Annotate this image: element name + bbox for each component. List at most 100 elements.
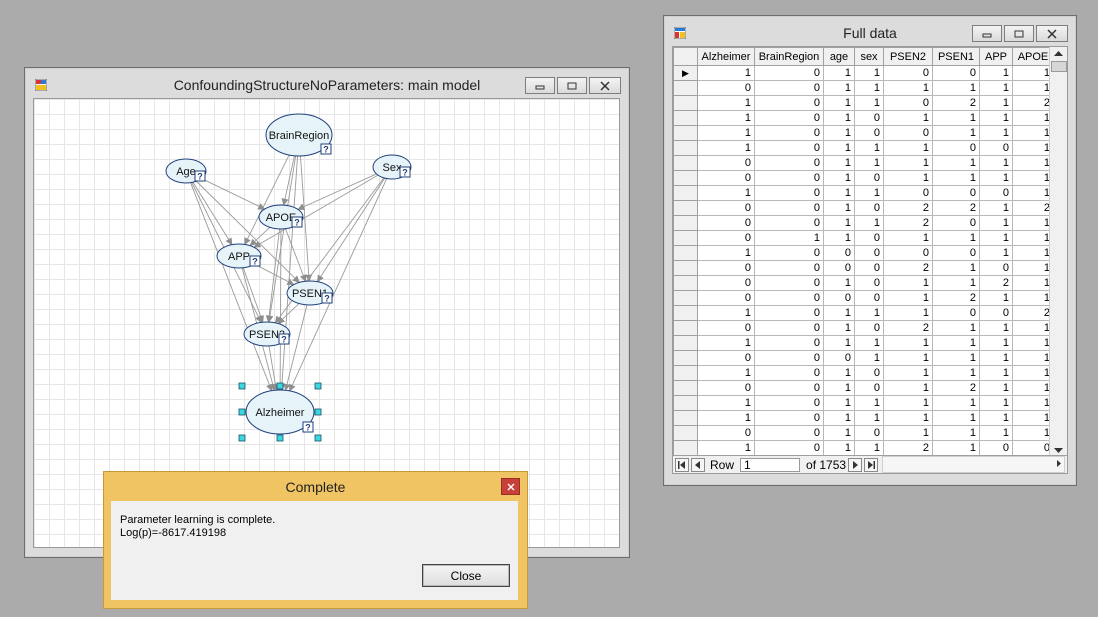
- column-header-brainregion[interactable]: BrainRegion: [754, 47, 824, 66]
- cell-age[interactable]: 1: [823, 215, 855, 231]
- cell-psen2[interactable]: 2: [883, 200, 933, 216]
- selection-handle[interactable]: [314, 408, 322, 416]
- cell-app[interactable]: 1: [979, 320, 1013, 336]
- cell-psen1[interactable]: 0: [932, 215, 980, 231]
- cell-apoe[interactable]: 1: [1012, 80, 1054, 96]
- cell-alzheimer[interactable]: 1: [697, 185, 755, 201]
- cell-age[interactable]: 1: [823, 425, 855, 441]
- column-header-psen2[interactable]: PSEN2: [883, 47, 933, 66]
- scroll-down-icon[interactable]: [1050, 443, 1067, 457]
- cell-age[interactable]: 1: [823, 305, 855, 321]
- data-titlebar[interactable]: Full data: [664, 16, 1076, 46]
- question-icon[interactable]: ?: [291, 216, 303, 228]
- cell-psen1[interactable]: 0: [932, 185, 980, 201]
- cell-psen1[interactable]: 0: [932, 140, 980, 156]
- cell-app[interactable]: 1: [979, 410, 1013, 426]
- cell-age[interactable]: 1: [823, 140, 855, 156]
- cell-sex[interactable]: 0: [854, 425, 884, 441]
- cell-apoe[interactable]: 1: [1012, 290, 1054, 306]
- cell-sex[interactable]: 1: [854, 140, 884, 156]
- row-header[interactable]: [673, 260, 698, 276]
- cell-psen2[interactable]: 1: [883, 155, 933, 171]
- edge-apoe-to-app[interactable]: [249, 227, 271, 247]
- cell-alzheimer[interactable]: 0: [697, 380, 755, 396]
- cell-brainregion[interactable]: 0: [754, 155, 824, 171]
- row-header[interactable]: [673, 425, 698, 441]
- cell-app[interactable]: 1: [979, 350, 1013, 366]
- data-minimize-button[interactable]: [972, 25, 1002, 42]
- cell-brainregion[interactable]: 0: [754, 395, 824, 411]
- cell-app[interactable]: 1: [979, 80, 1013, 96]
- next-record-button[interactable]: [848, 457, 863, 472]
- node-shape[interactable]: [265, 113, 333, 157]
- cell-sex[interactable]: 0: [854, 260, 884, 276]
- cell-sex[interactable]: 1: [854, 185, 884, 201]
- row-header[interactable]: [673, 380, 698, 396]
- cell-alzheimer[interactable]: 1: [697, 335, 755, 351]
- cell-psen1[interactable]: 1: [932, 350, 980, 366]
- row-header[interactable]: [673, 275, 698, 291]
- cell-sex[interactable]: 0: [854, 380, 884, 396]
- row-header[interactable]: ▶: [673, 65, 698, 81]
- cell-apoe[interactable]: 1: [1012, 395, 1054, 411]
- cell-age[interactable]: 1: [823, 170, 855, 186]
- cell-apoe[interactable]: 2: [1012, 95, 1054, 111]
- node-app[interactable]: APP?: [216, 243, 262, 269]
- cell-age[interactable]: 1: [823, 80, 855, 96]
- cell-alzheimer[interactable]: 0: [697, 215, 755, 231]
- edge-sex-to-alzheimer[interactable]: [289, 178, 388, 392]
- cell-apoe[interactable]: 1: [1012, 110, 1054, 126]
- cell-alzheimer[interactable]: 0: [697, 350, 755, 366]
- minimize-button[interactable]: [525, 77, 555, 94]
- cell-age[interactable]: 1: [823, 440, 855, 456]
- cell-apoe[interactable]: 1: [1012, 335, 1054, 351]
- cell-app[interactable]: 1: [979, 155, 1013, 171]
- cell-psen2[interactable]: 2: [883, 215, 933, 231]
- row-header[interactable]: [673, 245, 698, 261]
- cell-app[interactable]: 1: [979, 200, 1013, 216]
- cell-alzheimer[interactable]: 1: [697, 305, 755, 321]
- cell-psen2[interactable]: 2: [883, 260, 933, 276]
- cell-apoe[interactable]: 1: [1012, 170, 1054, 186]
- cell-sex[interactable]: 0: [854, 200, 884, 216]
- cell-alzheimer[interactable]: 0: [697, 290, 755, 306]
- dialog-close-button[interactable]: [501, 478, 520, 495]
- cell-psen1[interactable]: 1: [932, 170, 980, 186]
- cell-brainregion[interactable]: 0: [754, 185, 824, 201]
- cell-age[interactable]: 1: [823, 335, 855, 351]
- cell-psen2[interactable]: 2: [883, 320, 933, 336]
- edge-brainregion-to-psen2[interactable]: [266, 155, 297, 323]
- cell-sex[interactable]: 1: [854, 155, 884, 171]
- cell-psen2[interactable]: 1: [883, 425, 933, 441]
- cell-psen1[interactable]: 1: [932, 440, 980, 456]
- cell-brainregion[interactable]: 0: [754, 95, 824, 111]
- cell-apoe[interactable]: 2: [1012, 200, 1054, 216]
- close-dialog-button[interactable]: Close: [422, 564, 510, 587]
- cell-apoe[interactable]: 1: [1012, 125, 1054, 141]
- cell-alzheimer[interactable]: 0: [697, 320, 755, 336]
- cell-psen2[interactable]: 2: [883, 440, 933, 456]
- selection-handle[interactable]: [314, 434, 322, 442]
- cell-app[interactable]: 1: [979, 245, 1013, 261]
- cell-brainregion[interactable]: 0: [754, 110, 824, 126]
- cell-age[interactable]: 1: [823, 200, 855, 216]
- question-icon[interactable]: ?: [321, 292, 333, 304]
- selection-handle[interactable]: [238, 408, 246, 416]
- edge-age-to-app[interactable]: [192, 182, 233, 246]
- cell-age[interactable]: 0: [823, 290, 855, 306]
- close-button[interactable]: [589, 77, 621, 94]
- cell-apoe[interactable]: 1: [1012, 230, 1054, 246]
- cell-psen2[interactable]: 1: [883, 290, 933, 306]
- row-header[interactable]: [673, 125, 698, 141]
- cell-apoe[interactable]: 1: [1012, 410, 1054, 426]
- edge-apoe-to-psen2[interactable]: [265, 228, 281, 323]
